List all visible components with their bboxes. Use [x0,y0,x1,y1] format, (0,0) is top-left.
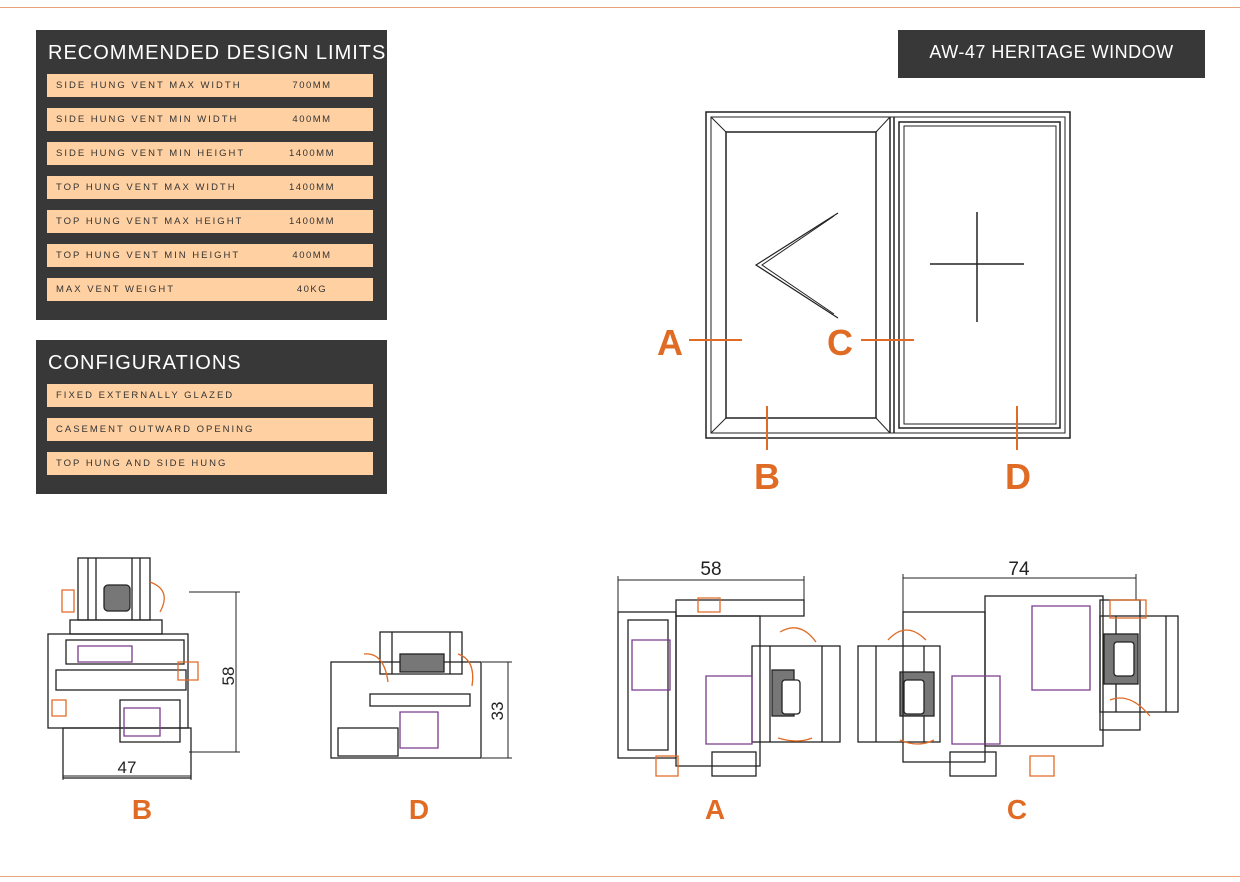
section-d-label: D [408,794,430,825]
design-limit-value: 1400MM [289,216,335,227]
elevation-label-c: C [827,322,853,363]
design-limit-row: TOP HUNG VENT MAX HEIGHT 1400MM [47,210,373,233]
section-d-drawing [330,631,512,759]
configuration-label: CASEMENT OUTWARD OPENING [56,424,255,435]
design-limit-row: SIDE HUNG VENT MIN HEIGHT 1400MM [47,142,373,165]
section-c-drawing [857,574,1179,777]
configuration-row: TOP HUNG AND SIDE HUNG [47,452,373,475]
design-limit-value: 700MM [292,80,332,91]
design-limit-row: SIDE HUNG VENT MIN WIDTH 400MM [47,108,373,131]
design-limits-title: RECOMMENDED DESIGN LIMITS [48,42,387,64]
configuration-label: TOP HUNG AND SIDE HUNG [56,458,228,469]
design-limit-value: 1400MM [289,182,335,193]
section-markers [689,339,1018,450]
section-b-dim-height: 58 [219,667,238,686]
section-a-label: A [704,794,726,825]
design-limit-label: TOP HUNG VENT MIN HEIGHT [56,250,241,261]
bottom-rule [0,876,1240,877]
top-rule [0,7,1240,8]
design-limit-value: 1400MM [289,148,335,159]
design-limit-row: TOP HUNG VENT MIN HEIGHT 400MM [47,244,373,267]
configuration-row: CASEMENT OUTWARD OPENING [47,418,373,441]
design-limit-label: SIDE HUNG VENT MIN WIDTH [56,114,239,125]
section-d-dim-height: 33 [488,702,507,721]
product-title-box: AW-47 HERITAGE WINDOW [898,30,1205,78]
design-limits-panel: RECOMMENDED DESIGN LIMITS SIDE HUNG VENT… [36,30,387,320]
design-limit-label: SIDE HUNG VENT MIN HEIGHT [56,148,246,159]
window-elevation [705,111,1071,439]
design-limit-label: MAX VENT WEIGHT [56,284,176,295]
design-limit-row: SIDE HUNG VENT MAX WIDTH 700MM [47,74,373,97]
configurations-title: CONFIGURATIONS [48,352,242,374]
section-c-label: C [1006,794,1028,825]
product-title: AW-47 HERITAGE WINDOW [929,42,1174,62]
section-a-dim-width: 58 [700,559,721,580]
configurations-panel: CONFIGURATIONS FIXED EXTERNALLY GLAZED C… [36,340,387,494]
elevation-label-b: B [754,456,780,497]
configuration-label: FIXED EXTERNALLY GLAZED [56,390,235,401]
design-limit-label: TOP HUNG VENT MAX WIDTH [56,182,237,193]
section-b-dim-width: 47 [118,758,137,777]
design-limit-row: MAX VENT WEIGHT 40KG [47,278,373,301]
section-c-dim-width: 74 [1008,559,1030,580]
section-b-drawing [47,557,240,780]
elevation-label-a: A [657,322,683,363]
design-limit-value: 40KG [296,284,328,295]
section-a-drawing [617,576,841,777]
design-limit-label: SIDE HUNG VENT MAX WIDTH [56,80,242,91]
section-b-label: B [131,794,153,825]
design-limit-value: 400MM [292,250,332,261]
design-limit-label: TOP HUNG VENT MAX HEIGHT [56,216,244,227]
design-limit-row: TOP HUNG VENT MAX WIDTH 1400MM [47,176,373,199]
configuration-row: FIXED EXTERNALLY GLAZED [47,384,373,407]
elevation-label-d: D [1005,456,1031,497]
design-limit-value: 400MM [292,114,332,125]
